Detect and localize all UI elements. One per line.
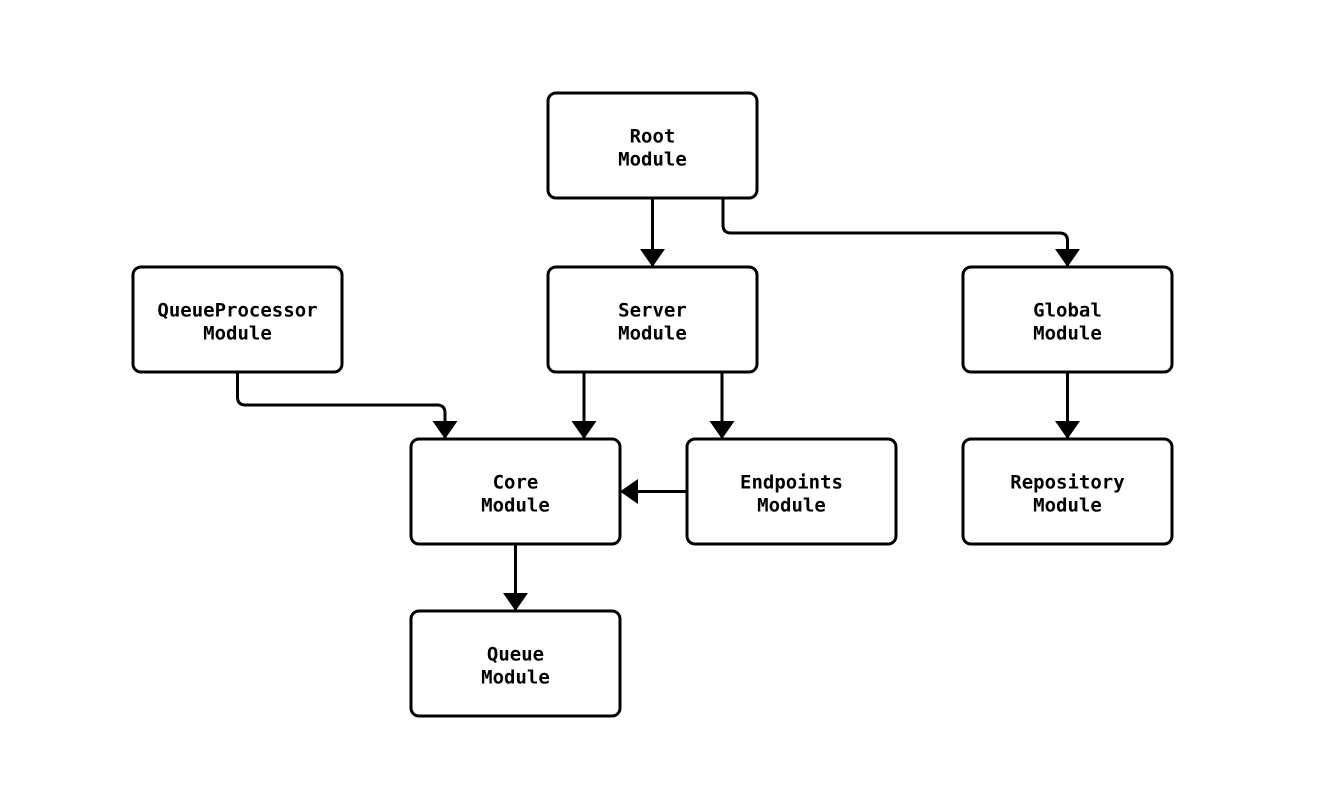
core-module-box	[409, 437, 622, 546]
global-module-box	[961, 265, 1174, 374]
edge-queueprocessor-module-to-core-module	[236, 372, 458, 439]
server-module-box	[546, 265, 759, 374]
edge-line	[721, 198, 1080, 267]
repository-module-box	[961, 437, 1174, 546]
queueprocessor-module-box	[131, 265, 344, 374]
endpoints-module-box	[685, 437, 898, 546]
root-module-box	[546, 91, 759, 200]
edge-line	[236, 372, 458, 439]
edge-root-module-to-global-module	[721, 198, 1080, 267]
queue-module-box	[409, 609, 622, 718]
